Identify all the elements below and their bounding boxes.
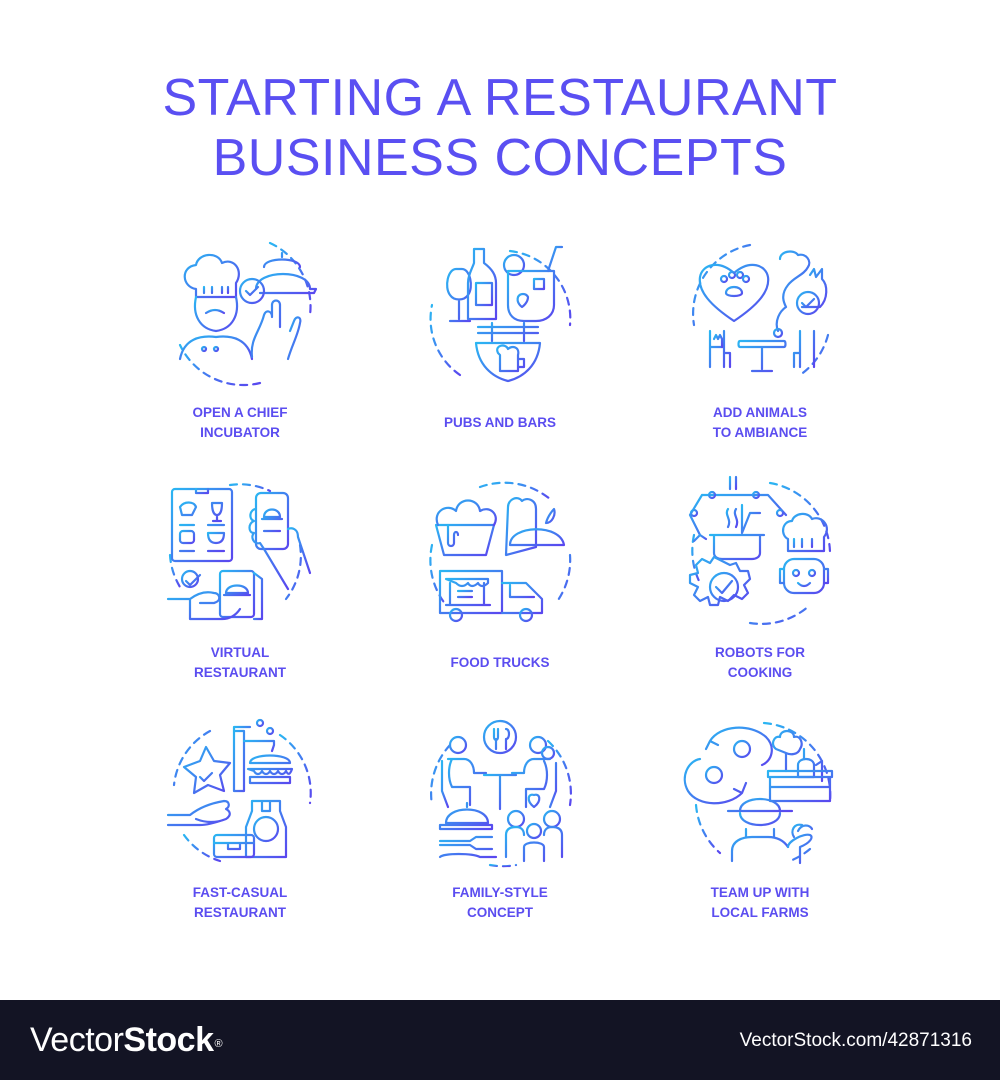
concept-label: ROBOTS FOR COOKING	[715, 645, 805, 680]
concept-pubs-bars: PUBS AND BARS	[400, 235, 600, 475]
concept-label: FAMILY-STYLE CONCEPT	[452, 885, 548, 920]
concept-label: PUBS AND BARS	[443, 415, 556, 430]
concept-label: ADD ANIMALS TO AMBIANCE	[712, 405, 808, 440]
concept-family-style: FAMILY-STYLE CONCEPT	[400, 715, 600, 955]
concept-label: VIRTUAL RESTAURANT	[194, 645, 286, 680]
animals-ambiance-icon	[692, 243, 830, 377]
page-title: STARTING A RESTAURANT BUSINESS CONCEPTS	[0, 68, 1000, 188]
title-line-1: STARTING A RESTAURANT	[162, 69, 838, 127]
concept-animals-ambiance: ADD ANIMALS TO AMBIANCE	[660, 235, 860, 475]
concept-label: OPEN A CHIEF INCUBATOR	[192, 405, 288, 440]
concept-label: TEAM UP WITH LOCAL FARMS	[710, 885, 810, 920]
brand-logo: VectorStock®	[30, 1021, 223, 1059]
image-url: VectorStock.com/42871316	[739, 1030, 972, 1051]
title-line-2: BUSINESS CONCEPTS	[212, 129, 788, 187]
footer-bar: VectorStock® VectorStock.com/42871316	[0, 1000, 1000, 1080]
concepts-grid: OPEN A CHIEF INCUBATOR PUBS AND BARS	[140, 235, 860, 955]
family-style-icon	[430, 719, 572, 868]
concept-local-farms: TEAM UP WITH LOCAL FARMS	[660, 715, 860, 955]
local-farms-icon	[683, 721, 834, 865]
concept-food-trucks: FOOD TRUCKS	[400, 475, 600, 715]
concept-label: FOOD TRUCKS	[450, 655, 550, 670]
pubs-bars-icon	[429, 245, 572, 383]
cooking-robots-icon	[688, 475, 832, 625]
virtual-restaurant-icon	[166, 483, 312, 621]
concept-cooking-robots: ROBOTS FOR COOKING	[660, 475, 860, 715]
fast-casual-icon	[166, 718, 312, 863]
concept-fast-casual: FAST-CASUAL RESTAURANT	[140, 715, 340, 955]
concept-chef-incubator: OPEN A CHIEF INCUBATOR	[140, 235, 340, 475]
chef-incubator-icon	[178, 241, 318, 387]
concept-virtual-restaurant: VIRTUAL RESTAURANT	[140, 475, 340, 715]
concept-label: FAST-CASUAL RESTAURANT	[192, 885, 288, 920]
food-trucks-icon	[429, 481, 572, 623]
